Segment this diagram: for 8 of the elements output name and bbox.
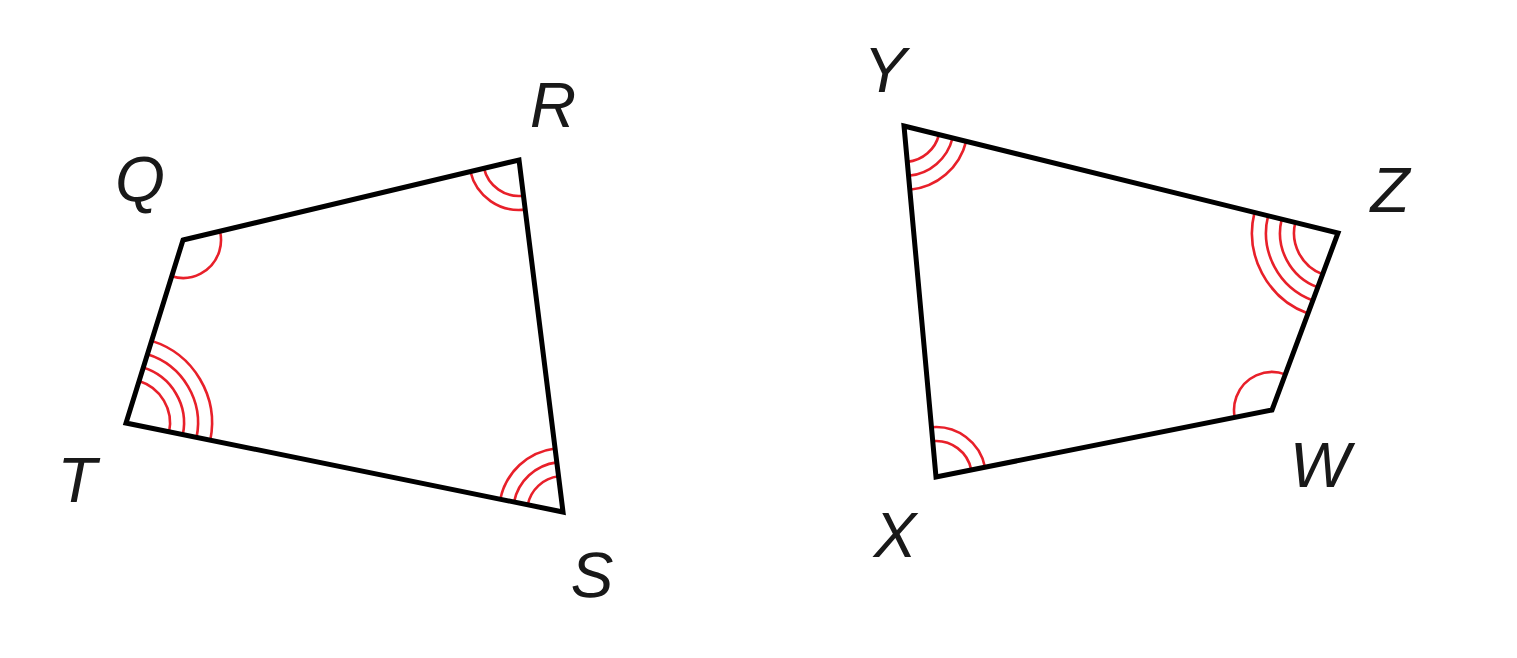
vertex-label: Q <box>118 156 163 214</box>
vertex-label: X <box>872 512 919 557</box>
vertex-label: Y <box>870 47 911 92</box>
vertex-label: S <box>572 552 613 598</box>
vertex-label: W <box>1295 442 1356 487</box>
vertex-label: Z <box>1369 167 1412 212</box>
vertex-label: T <box>63 457 101 502</box>
vertex-label: R <box>531 82 575 127</box>
